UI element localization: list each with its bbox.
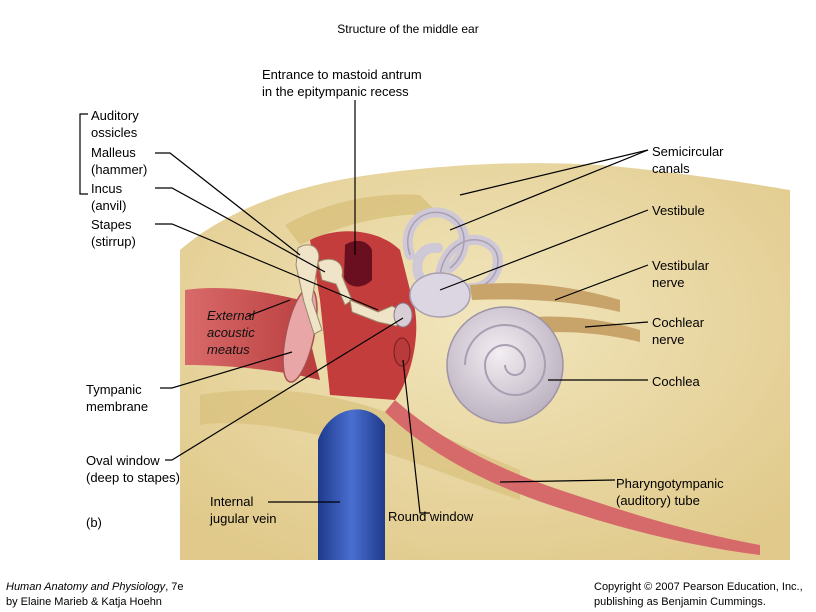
vestibular-nerve-shape <box>470 283 620 312</box>
label-oval-window: Oval window (deep to stapes) <box>86 453 180 485</box>
label-panel-b: (b) <box>86 515 102 530</box>
jugular-shape <box>318 409 385 560</box>
footer-book-title: Human Anatomy and Physiology <box>6 581 166 593</box>
label-incus: Incus (anvil) <box>91 181 127 213</box>
label-external-acoustic-meatus: External acoustic meatus <box>207 308 255 357</box>
ossicles-bracket <box>79 113 88 195</box>
vestibule-shape <box>409 272 471 318</box>
round-window-shape <box>393 337 411 367</box>
auditory-tube-shape <box>385 400 760 555</box>
label-stapes: Stapes (stirrup) <box>91 217 136 249</box>
label-tympanic-membrane: Tympanic membrane <box>86 382 149 414</box>
footer-edition: , 7e <box>165 581 184 593</box>
ossicles-inner-bracket <box>76 114 82 194</box>
footer-copyright: Copyright © 2007 Pearson Education, Inc.… <box>594 580 803 610</box>
label-pharyngotympanic-tube: Pharyngotympanic (auditory) tube <box>616 476 724 508</box>
label-cochlear-nerve: Cochlear nerve <box>652 315 705 347</box>
footer-authors: by Elaine Marieb & Katja Hoehn <box>6 596 162 608</box>
label-vestibular-nerve: Vestibular nerve <box>652 258 710 290</box>
label-auditory-ossicles: Auditory ossicles <box>91 108 139 140</box>
label-mastoid-antrum: Entrance to mastoid antrum in the epitym… <box>262 67 422 99</box>
cochlear-nerve-shape <box>520 316 640 342</box>
footer-book-credit: Human Anatomy and Physiology, 7e by Elai… <box>6 580 184 610</box>
footer-copyright-line: Copyright © 2007 Pearson Education, Inc.… <box>594 581 803 593</box>
epitympanic-recess <box>344 240 372 287</box>
footer-publisher: publishing as Benjamin Cummings. <box>594 596 766 608</box>
label-round-window: Round window <box>388 509 474 524</box>
leader-lines <box>155 100 649 514</box>
label-semicircular-canals: Semicircular canals <box>652 144 724 176</box>
diagram-title: Structure of the middle ear <box>337 22 479 36</box>
label-malleus: Malleus (hammer) <box>91 145 148 177</box>
label-vestibule: Vestibule <box>652 203 705 218</box>
cochlea-shape <box>446 306 564 424</box>
oval-window-shape <box>393 302 413 328</box>
label-internal-jugular-vein: Internal jugular vein <box>210 494 277 526</box>
bone-upper-cortex <box>285 194 440 245</box>
label-cochlea: Cochlea <box>652 374 700 389</box>
